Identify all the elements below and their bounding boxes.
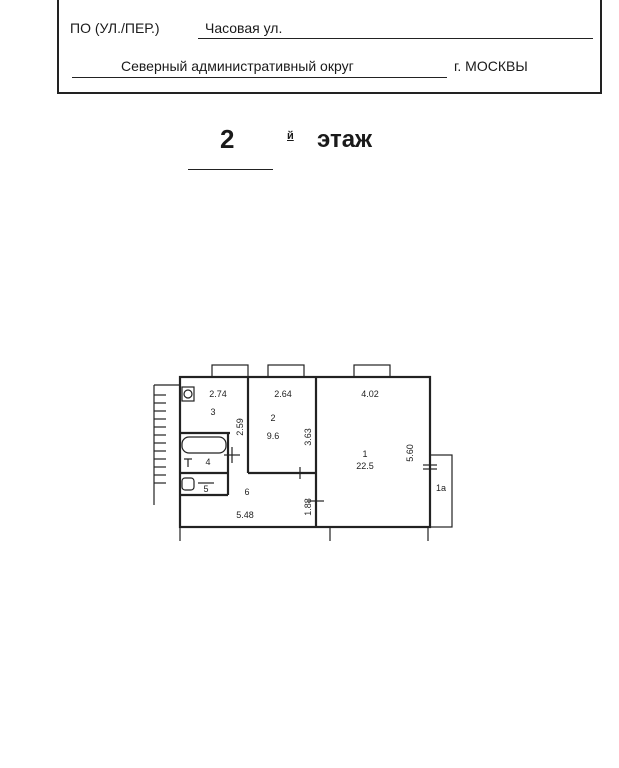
window-1 — [211, 364, 249, 378]
floor-number-suffix: й — [287, 130, 294, 142]
toilet — [181, 477, 195, 491]
bathtub — [181, 436, 227, 454]
stove-burner — [183, 389, 193, 399]
room-6-label: 6 — [244, 487, 249, 497]
room-6-area: 5.48 — [236, 510, 254, 520]
floor-plan: 1 22.5 2 9.6 3 4 5 6 5.48 1а 2.74 2.64 4… — [153, 364, 453, 541]
room-2-label: 2 — [270, 413, 275, 423]
floor-number: 2 — [220, 124, 235, 154]
stove — [181, 386, 195, 402]
plan-outer-wall — [178, 375, 432, 529]
dim-room1-depth: 5.60 — [405, 444, 415, 462]
district-underline — [72, 77, 447, 78]
address-header-box — [57, 0, 602, 94]
district-value: Северный административный округ — [121, 58, 354, 74]
dim-room3-depth: 2.59 — [235, 418, 245, 436]
room-2-area: 9.6 — [267, 431, 280, 441]
room-3-label: 3 — [210, 407, 215, 417]
street-name-value: Часовая ул. — [205, 20, 283, 36]
floor-word: этаж — [317, 126, 373, 153]
window-3 — [353, 364, 391, 378]
dim-room1-width: 4.02 — [361, 389, 379, 399]
floor-number-underline — [188, 169, 273, 170]
window-2 — [267, 364, 305, 378]
dim-room3-width: 2.74 — [209, 389, 227, 399]
dim-room2-width: 2.64 — [274, 389, 292, 399]
city-value: г. МОСКВЫ — [454, 58, 528, 74]
room-1-label: 1 — [362, 449, 367, 459]
room-4-label: 4 — [205, 457, 210, 467]
dim-corridor-depth: 1.88 — [303, 498, 313, 516]
dim-room2-depth: 3.63 — [303, 428, 313, 446]
street-underline — [198, 38, 593, 39]
street-type-label: ПО (УЛ./ПЕР.) — [70, 20, 160, 36]
room-1a-label: 1а — [436, 483, 446, 493]
room-5-label: 5 — [203, 484, 208, 494]
room-1-area: 22.5 — [356, 461, 374, 471]
balcony-1a — [429, 454, 453, 528]
